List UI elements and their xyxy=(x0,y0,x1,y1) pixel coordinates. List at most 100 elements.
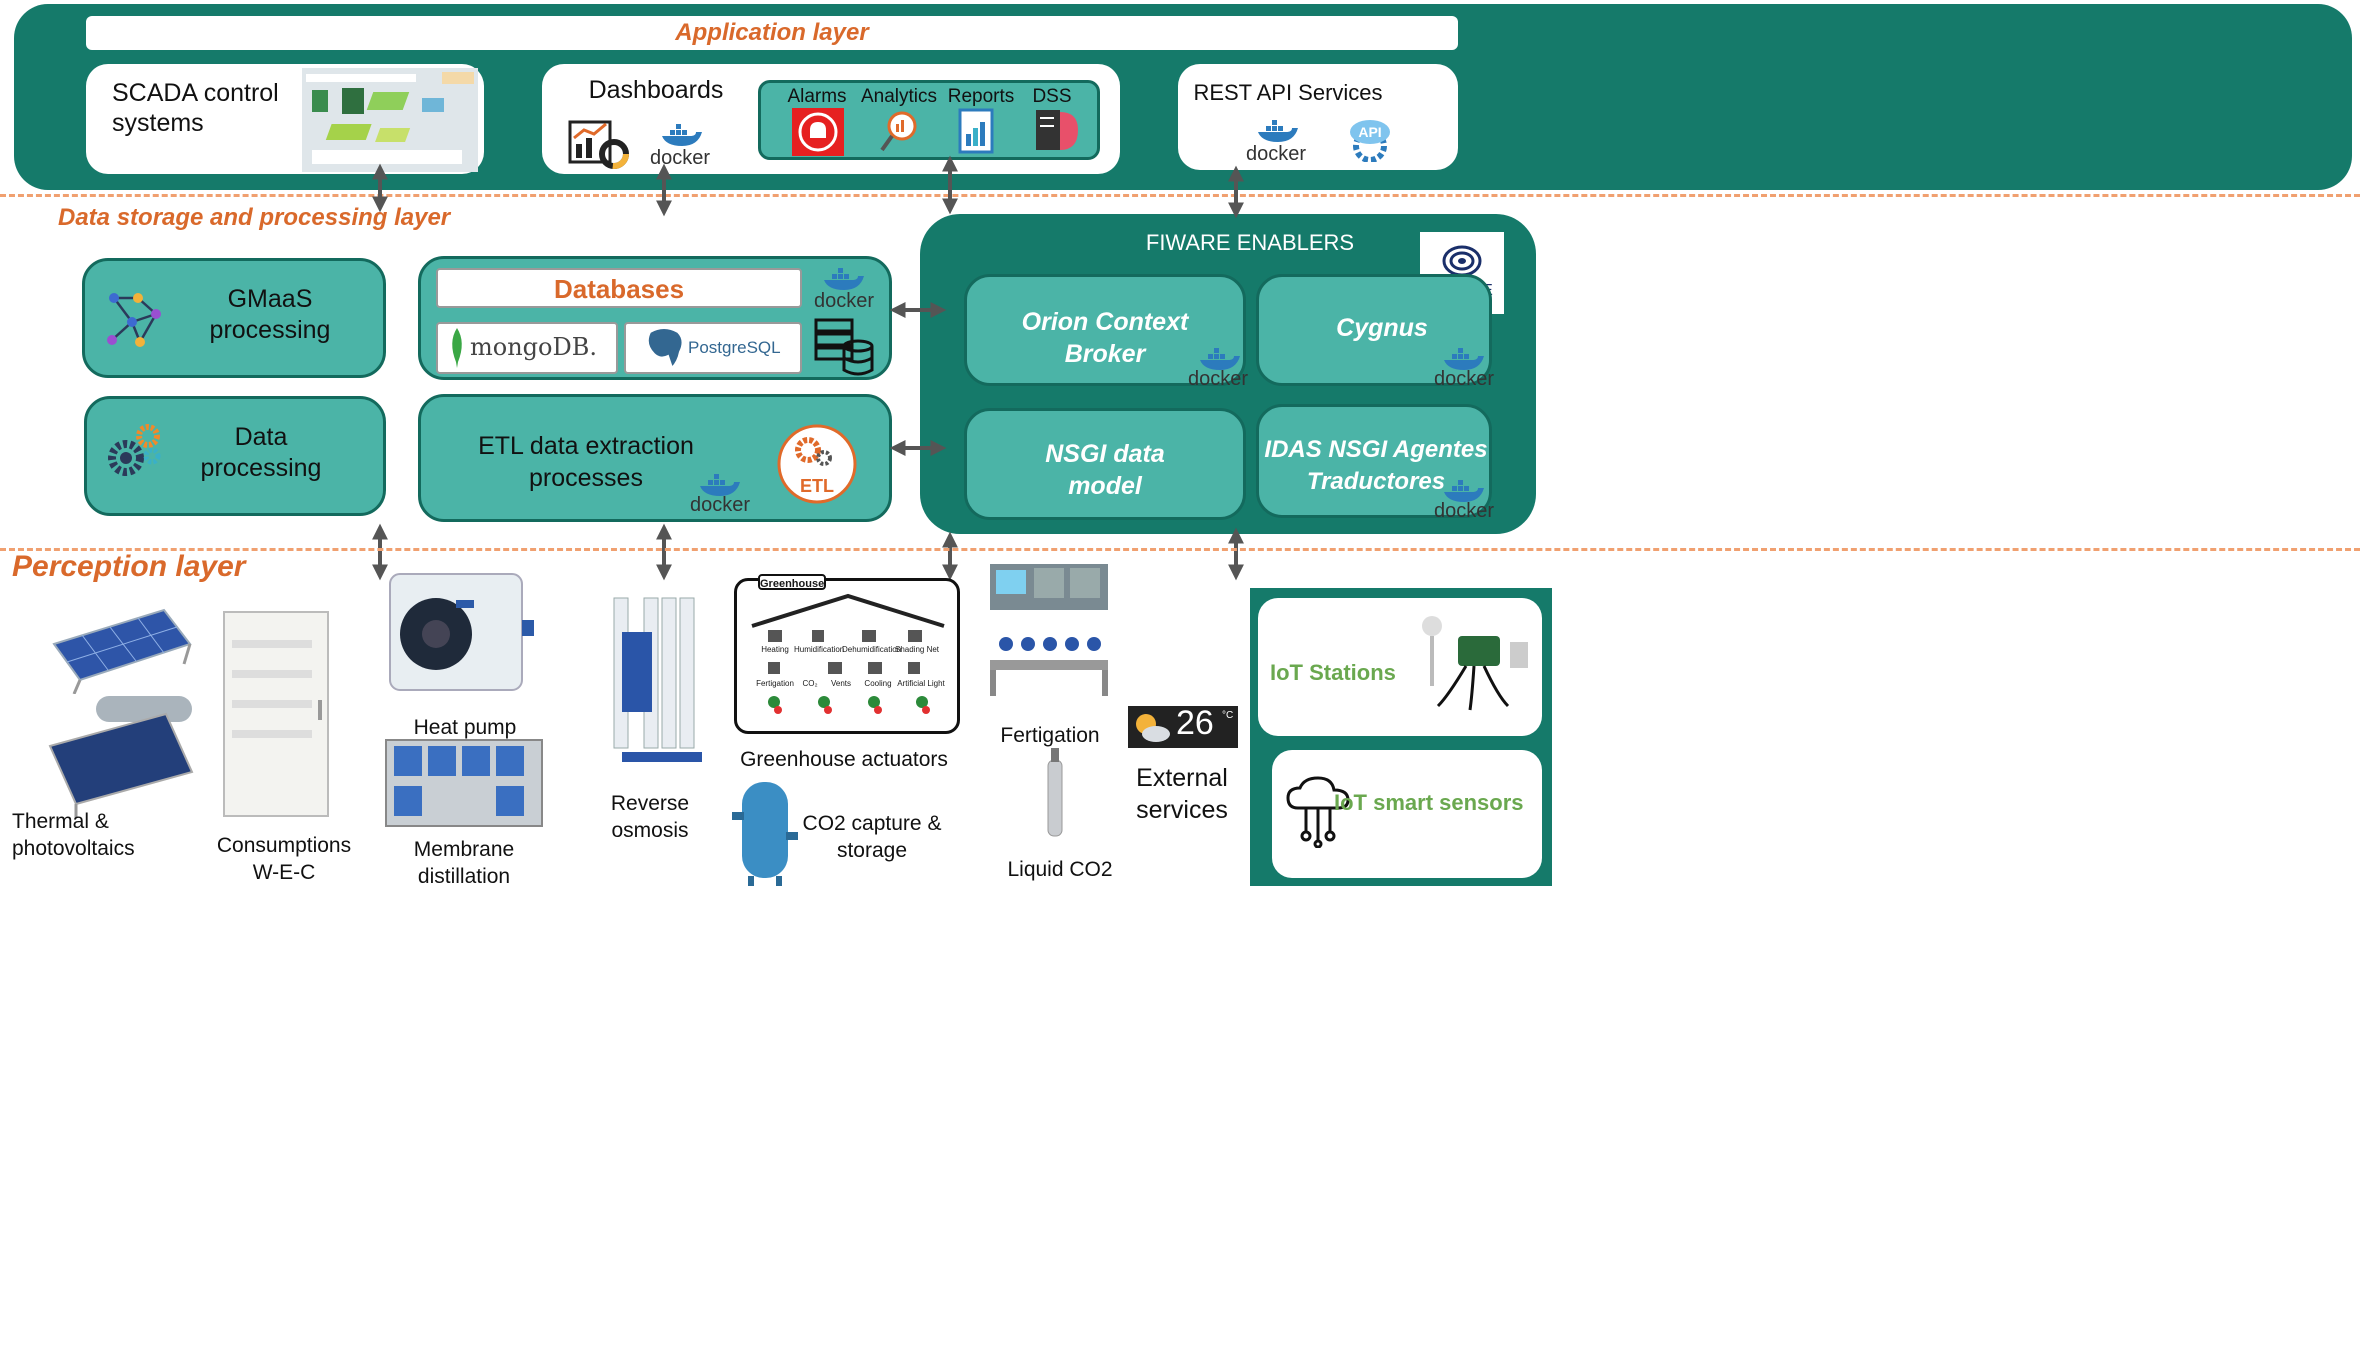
docker-label: docker xyxy=(1188,368,1249,390)
docker-icon xyxy=(700,474,740,496)
server-database-icon xyxy=(814,318,874,376)
gmaas-label-line1: GMaaS xyxy=(227,285,313,313)
fiware-title: FIWARE ENABLERS xyxy=(1145,230,1355,255)
data-processing-label: Data processing xyxy=(186,422,336,484)
postgresql-elephant-icon xyxy=(646,327,684,370)
orion-label-line2: Broker xyxy=(1064,340,1146,368)
greenhouse-actuators-caption: Greenhouse actuators xyxy=(740,748,948,771)
idas-label-line1: IDAS NSGI Agentes xyxy=(1264,436,1488,463)
application-layer-title-bar xyxy=(86,16,1458,50)
fertigation-caption: Fertigation xyxy=(1000,724,1100,747)
ro-caption-line1: Reverse xyxy=(610,792,690,815)
solar-thermal-image xyxy=(48,696,194,818)
external-caption-line2: services xyxy=(1136,796,1228,824)
reverse-osmosis-caption: Reverse osmosis xyxy=(580,790,720,844)
dashboards-label: Dashboards xyxy=(588,76,724,104)
solar-panel-image xyxy=(52,608,192,694)
liquid-co2-caption: Liquid CO2 xyxy=(1007,858,1113,881)
cloud-wifi-circuit-icon xyxy=(1286,776,1350,848)
postgresql-label: PostgreSQL xyxy=(688,338,781,357)
network-graph-icon xyxy=(107,293,161,347)
alarms-label: Alarms xyxy=(787,86,847,107)
api-badge-label: API xyxy=(1358,124,1382,140)
orion-context-broker-box xyxy=(964,274,1246,386)
greenhouse-item: Artificial Light xyxy=(897,679,945,688)
weather-temperature: 26 xyxy=(1176,704,1214,742)
greenhouse-item: Heating xyxy=(761,645,789,654)
etl-label: ETL data extraction processes xyxy=(468,430,704,494)
greenhouse-item: Shading Net xyxy=(894,645,940,654)
api-gear-icon xyxy=(1350,120,1390,162)
scada-label-line2: systems xyxy=(112,109,204,137)
etl-label-line2: processes xyxy=(529,464,643,492)
layer-divider-bottom xyxy=(0,548,2360,551)
fertigation-unit-image xyxy=(990,564,1108,696)
greenhouse-item: Cooling xyxy=(864,679,892,688)
data-processing-label-line1: Data xyxy=(234,423,288,451)
greenhouse-item: Dehumidification xyxy=(842,645,902,654)
external-caption-line1: External xyxy=(1136,764,1228,792)
docker-label: docker xyxy=(1434,500,1495,522)
greenhouse-item: CO₂ xyxy=(802,679,818,688)
etl-label-line1: ETL data extraction xyxy=(478,432,694,460)
orion-label-line1: Orion Context xyxy=(1021,308,1189,336)
reverse-osmosis-image xyxy=(613,597,702,762)
etl-badge: ETL xyxy=(800,476,834,496)
rest-api-panel xyxy=(1178,64,1458,170)
databases-title: Databases xyxy=(553,274,685,304)
docker-icon xyxy=(1444,348,1484,370)
nsgi-data-model-box xyxy=(964,408,1246,520)
ro-caption-line2: osmosis xyxy=(611,819,689,842)
rest-api-label: REST API Services xyxy=(1193,80,1383,105)
etl-gears-icon xyxy=(777,424,857,504)
greenhouse-diagram xyxy=(734,578,960,734)
dss-brain-icon xyxy=(1036,110,1078,150)
co2-capture-tank-image xyxy=(732,782,798,886)
cygnus-label: Cygnus xyxy=(1336,314,1428,342)
greenhouse-item: Fertigation xyxy=(756,679,794,688)
greenhouse-device-icons xyxy=(768,630,930,714)
consumptions-caption-line2: W-E-C xyxy=(252,861,316,884)
idas-label-line2: Traductores xyxy=(1306,468,1446,495)
membrane-caption-line2: distillation xyxy=(417,865,511,888)
docker-label: docker xyxy=(690,494,751,516)
co2-caption-line2: storage xyxy=(836,839,908,862)
mongodb-label: mongoDB. xyxy=(470,333,597,361)
weather-partly-cloudy-icon xyxy=(1136,714,1170,742)
report-document-icon xyxy=(958,108,994,154)
co2-capture-caption: CO2 capture & storage xyxy=(790,810,954,864)
greenhouse-item: Vents xyxy=(830,679,851,688)
docker-icon xyxy=(824,268,864,290)
consumptions-caption-line1: Consumptions xyxy=(216,834,352,857)
heat-pump-image xyxy=(389,573,534,691)
mongodb-logo-box xyxy=(436,322,618,374)
greenhouse-title-tag: Greenhouse xyxy=(758,574,826,590)
data-processing-label-line2: processing xyxy=(200,454,322,482)
nsgi-label-line1: NSGI data xyxy=(1045,440,1165,468)
iot-sensors-label: IoT smart sensors xyxy=(1334,790,1524,815)
layer-divider-top xyxy=(0,194,2360,197)
alarm-bell-icon xyxy=(792,108,844,156)
electrical-cabinet-image xyxy=(223,611,329,817)
docker-icon xyxy=(1200,348,1240,370)
co2-caption-line1: CO2 capture & xyxy=(802,812,942,835)
gears-icon xyxy=(108,424,161,476)
orion-label: Orion Context Broker xyxy=(964,306,1246,370)
membrane-caption: Membrane distillation xyxy=(384,836,544,890)
docker-icon xyxy=(662,124,702,146)
nsgi-label-line2: model xyxy=(1068,472,1142,500)
iot-station-device-image xyxy=(1422,616,1528,711)
docker-label: docker xyxy=(814,290,875,312)
iot-stations-card xyxy=(1258,598,1542,736)
docker-label: docker xyxy=(1246,143,1307,165)
docker-label: docker xyxy=(650,147,711,169)
thermal-caption-line1: Thermal & xyxy=(12,810,109,833)
idas-label: IDAS NSGI Agentes Traductores xyxy=(1262,434,1490,498)
docker-icon xyxy=(1444,480,1484,502)
docker-label: docker xyxy=(1434,368,1495,390)
reports-label: Reports xyxy=(947,86,1015,107)
docker-icon xyxy=(1258,120,1298,142)
greenhouse-roof xyxy=(751,593,945,628)
weather-unit: °C xyxy=(1222,710,1234,721)
